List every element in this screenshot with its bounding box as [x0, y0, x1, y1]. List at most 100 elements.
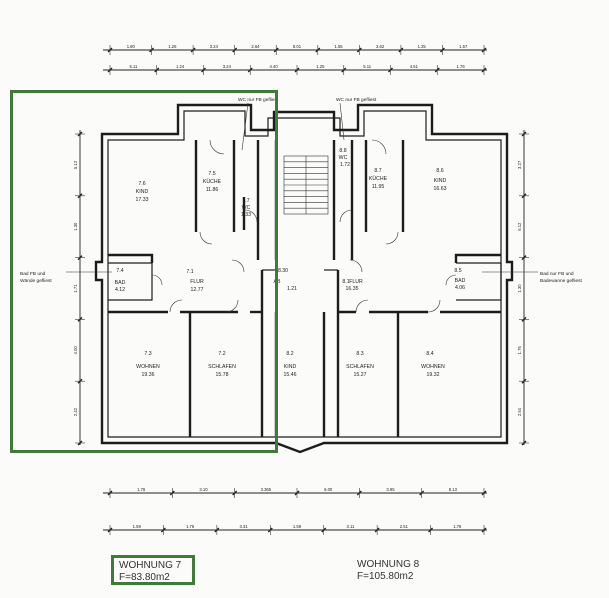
- room-kind-8-6: 8.6 KIND 16.63: [434, 168, 447, 192]
- room-wohnen-7-3: 7.3 WOHNEN 19.36: [136, 351, 160, 378]
- svg-text:4.12: 4.12: [115, 287, 125, 293]
- svg-text:KÜCHE: KÜCHE: [369, 175, 388, 182]
- bottom-dim-2-label: 1.76: [453, 524, 462, 529]
- svg-text:KIND: KIND: [434, 178, 447, 184]
- svg-text:1.33: 1.33: [241, 212, 251, 218]
- svg-text:11.95: 11.95: [372, 184, 385, 190]
- room-wc-7-7: 7.7 WC 1.33: [241, 198, 251, 218]
- top-dim-1-label: 3.62: [376, 44, 385, 49]
- room-kind-7-6: 7.6 KIND 17.33: [136, 181, 149, 203]
- svg-text:7.6: 7.6: [138, 181, 145, 187]
- top-dim-2-label: 1.24: [176, 64, 185, 69]
- svg-text:19.36: 19.36: [142, 372, 155, 378]
- bottom-dim-2-label: 3.11: [347, 524, 356, 529]
- top-dim-2-label: 4.51: [410, 64, 419, 69]
- svg-text:8.7: 8.7: [374, 168, 381, 174]
- svg-text:7.2: 7.2: [218, 351, 225, 357]
- top-dim-2-label: 5.11: [129, 64, 138, 69]
- room-flur-7-1: 7.1 FLUR 12.77: [186, 269, 204, 293]
- top-dim-2-label: 3.24: [223, 64, 232, 69]
- svg-text:7.5: 7.5: [208, 171, 215, 177]
- room-kueche-8-7: 8.7 KÜCHE 11.95: [369, 168, 388, 190]
- top-dim-1-label: 8.01: [293, 44, 302, 49]
- svg-text:4.06: 4.06: [455, 285, 465, 291]
- left-dim-label: 4.00: [73, 346, 78, 355]
- note-wc-left: WC nur FB gefliest: [238, 97, 279, 151]
- svg-text:BAD: BAD: [455, 278, 466, 284]
- room-flur-8-1: 8.1 FLUR 16.35: [342, 279, 363, 292]
- bottom-dim-1-label: 8.13: [449, 487, 458, 492]
- room-bad-7-4: 7.4 BAD 4.12: [115, 268, 126, 293]
- svg-text:15.27: 15.27: [354, 372, 367, 378]
- svg-text:WC: WC: [339, 155, 348, 161]
- top-dim-1-label: 1.55: [334, 44, 343, 49]
- right-dimension-chain: 3.27 6.12 1.30 1.76 2.54: [517, 130, 529, 446]
- bottom-dimension-chain: 1.76 3.10 3.365 6.00 3.95 8.13 1.59 1.76 3.31 1.…: [103, 487, 487, 535]
- apartment-7-area: F=83.80m2: [119, 572, 170, 583]
- doors: [151, 139, 457, 313]
- room-schlafen-8-3: 8.3 SCHLAFEN 15.27: [346, 351, 374, 378]
- svg-text:BAD: BAD: [115, 280, 126, 286]
- left-dim-label: 2.42: [73, 407, 78, 416]
- svg-text:8.4: 8.4: [426, 351, 433, 357]
- top-dim-2-label: 4.40: [270, 64, 279, 69]
- top-dim-1-label: 1.80: [127, 44, 136, 49]
- bottom-dim-2-label: 1.76: [186, 524, 195, 529]
- svg-text:8.5: 8.5: [454, 268, 461, 274]
- svg-text:8.6: 8.6: [436, 168, 443, 174]
- svg-text:KIND: KIND: [284, 364, 297, 370]
- note-wc-right: WC nur FB gefliest: [336, 97, 377, 141]
- top-dim-1-label: 1.25: [418, 44, 427, 49]
- svg-text:WOHNEN: WOHNEN: [136, 364, 160, 370]
- svg-text:Badewanne gefliest: Badewanne gefliest: [540, 278, 583, 284]
- bottom-dim-1-label: 1.76: [137, 487, 146, 492]
- svg-text:WC nur FB gefliest: WC nur FB gefliest: [238, 97, 279, 103]
- room-schlafen-7-2: 7.2 SCHLAFEN 15.78: [208, 351, 236, 378]
- right-dim-label: 6.12: [517, 222, 522, 231]
- svg-text:17.33: 17.33: [136, 197, 149, 203]
- room-kind-8-2: 8.2 KIND 15.46: [284, 351, 297, 378]
- right-dim-label: 3.27: [517, 160, 522, 169]
- svg-text:7.4: 7.4: [116, 268, 123, 274]
- svg-text:8.1: 8.1: [342, 279, 349, 285]
- bottom-dim-2-label: 1.59: [133, 524, 142, 529]
- outer-walls: [94, 103, 514, 454]
- bottom-dim-1-label: 6.00: [324, 487, 333, 492]
- svg-text:15.78: 15.78: [216, 372, 229, 378]
- svg-text:FLUR: FLUR: [349, 279, 363, 285]
- bottom-dim-2-label: 2.51: [400, 524, 409, 529]
- svg-text:SCHLAFEN: SCHLAFEN: [346, 364, 374, 370]
- left-dim-label: 1.71: [73, 284, 78, 293]
- right-dim-label: 2.54: [517, 407, 522, 416]
- bottom-dim-1-label: 3.95: [386, 487, 395, 492]
- note-bad-right: Bad nur FB und Badewanne gefliest: [482, 271, 583, 284]
- top-dim-1-label: 1.25: [168, 44, 177, 49]
- svg-text:16.63: 16.63: [434, 186, 447, 192]
- svg-text:12.77: 12.77: [191, 287, 204, 293]
- svg-text:WOHNEN: WOHNEN: [421, 364, 445, 370]
- svg-text:FLUR: FLUR: [190, 279, 204, 285]
- left-dimension-chain: 5.121.301.714.002.42: [73, 130, 85, 446]
- svg-text:Bad nur FB und: Bad nur FB und: [540, 271, 574, 277]
- svg-text:1.72: 1.72: [340, 162, 350, 168]
- svg-text:KIND: KIND: [136, 189, 149, 195]
- svg-text:16.35: 16.35: [346, 286, 359, 292]
- room-bad-8-5: 8.5 BAD 4.06: [454, 268, 465, 291]
- top-dim-2-label: 1.25: [316, 64, 325, 69]
- bottom-dim-1-label: 3.365: [261, 487, 272, 492]
- right-dim-label: 1.30: [517, 284, 522, 293]
- apartment-7-label: WOHNUNG 7 F=83.80m2: [111, 555, 195, 585]
- right-dim-label: 1.76: [517, 346, 522, 355]
- svg-text:WC nur FB gefliest: WC nur FB gefliest: [336, 97, 377, 103]
- top-dim-2-label: 5.11: [363, 64, 372, 69]
- svg-text:8.8: 8.8: [339, 148, 346, 154]
- svg-text:Wände gefliest: Wände gefliest: [20, 278, 52, 284]
- svg-text:1.21: 1.21: [287, 286, 297, 292]
- apartment-7-highlight: [10, 90, 278, 453]
- svg-text:8.2: 8.2: [286, 351, 293, 357]
- apartment-8-name: WOHNUNG 8: [357, 559, 420, 570]
- bottom-dim-2-label: 3.31: [239, 524, 248, 529]
- bottom-dim-1-label: 3.10: [199, 487, 208, 492]
- apartment-8-area: F=105.80m2: [357, 571, 414, 582]
